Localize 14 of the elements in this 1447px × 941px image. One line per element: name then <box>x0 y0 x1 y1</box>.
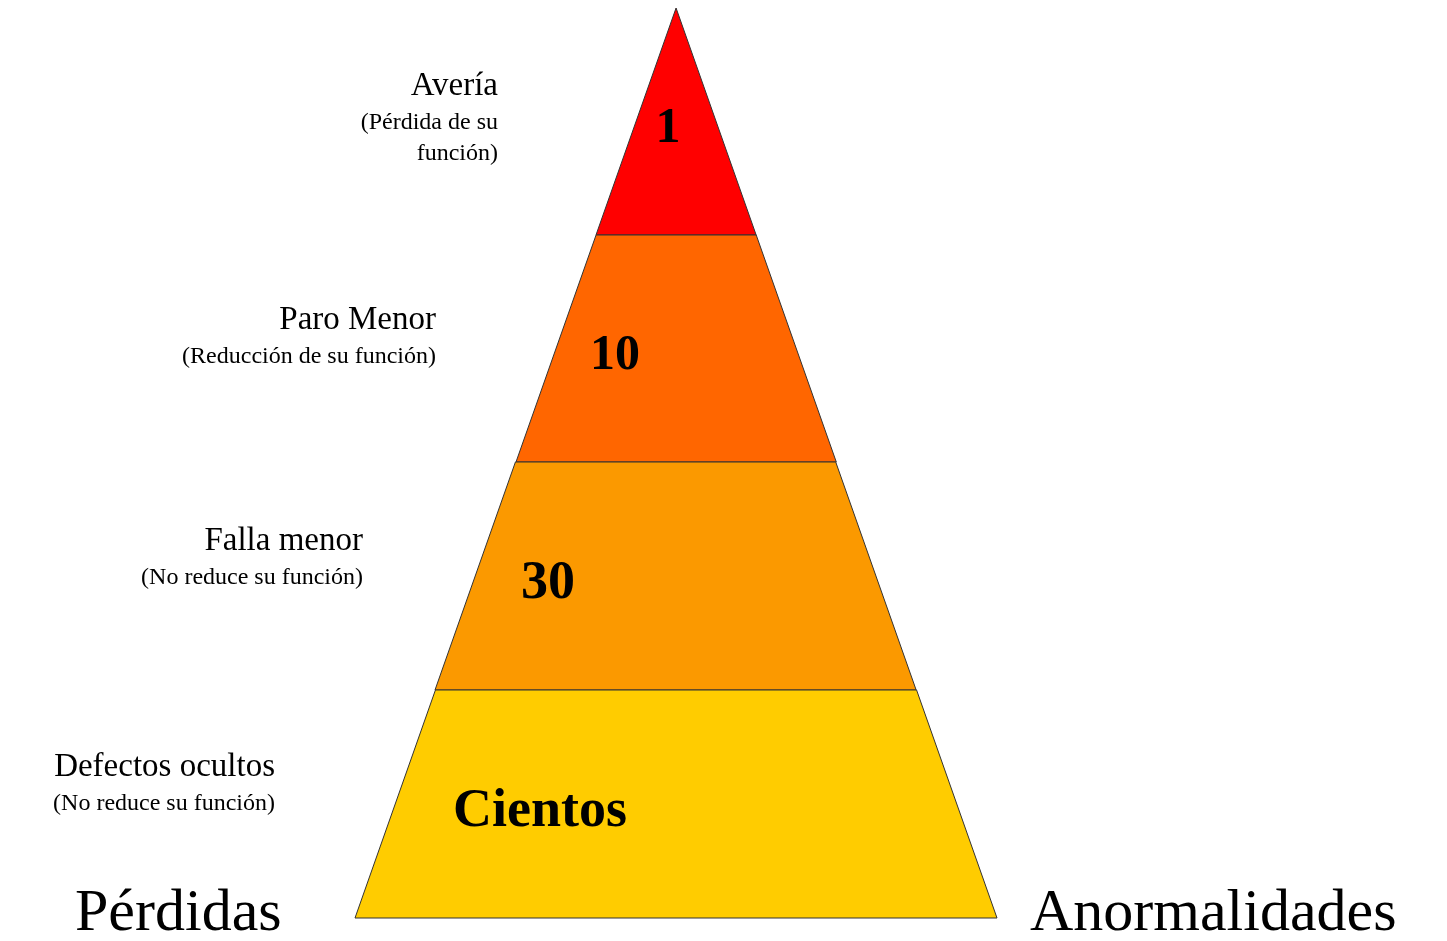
level-title: Avería <box>410 66 498 103</box>
level-description: (Reducción de su función) <box>182 341 436 370</box>
level-description: (No reduce su función) <box>141 562 363 591</box>
level-title: Falla menor <box>204 521 363 558</box>
level-value: 1 <box>655 100 681 150</box>
level-value: Cientos <box>453 781 627 835</box>
axis-label: Pérdidas <box>75 880 282 940</box>
axis-label: Anormalidades <box>1030 880 1397 940</box>
level-title: Paro Menor <box>279 300 436 337</box>
level-description: (No reduce su función) <box>53 788 275 817</box>
level-value: 10 <box>590 327 640 377</box>
level-title: Defectos ocultos <box>54 747 275 784</box>
level-description: (Pérdida de su función) <box>359 107 498 168</box>
level-value: 30 <box>521 553 575 607</box>
